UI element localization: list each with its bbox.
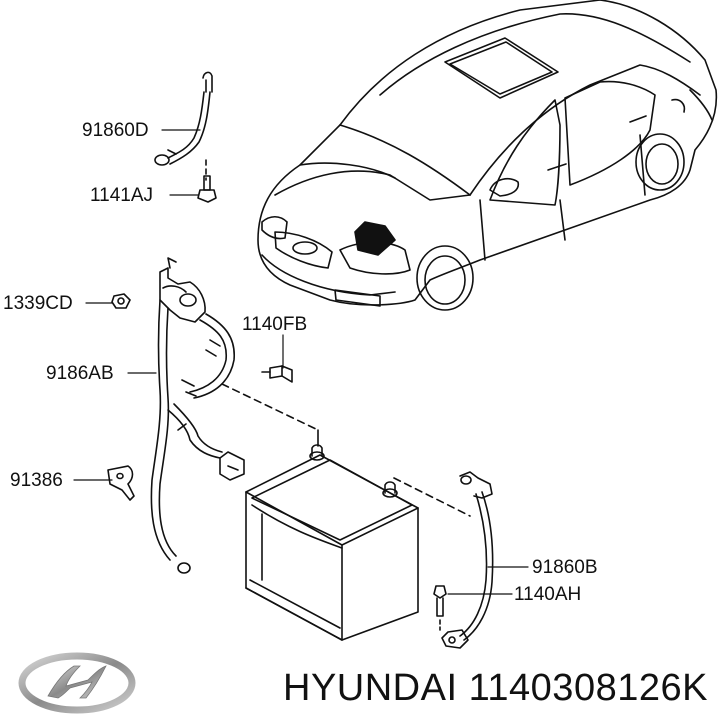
label-1140fb: 1140FB <box>242 314 308 335</box>
nut-1339cd <box>111 293 131 309</box>
hyundai-logo <box>18 652 136 714</box>
leader-lines <box>73 129 529 595</box>
battery <box>245 444 419 641</box>
battery-cable-9186ab <box>150 257 245 574</box>
ground-cable-91860b <box>441 471 494 649</box>
part-number: 1140308126K <box>468 667 708 709</box>
label-91386: 91386 <box>10 470 63 491</box>
bolt-1141aj <box>197 159 217 203</box>
bracket-91386 <box>107 465 135 501</box>
label-9186ab: 9186AB <box>46 363 114 384</box>
label-1141aj: 1141AJ <box>90 185 154 206</box>
label-1339cd: 1339CD <box>3 293 73 314</box>
label-91860b: 91860B <box>532 557 598 578</box>
car-illustration <box>257 0 718 311</box>
brand-name: HYUNDAI <box>283 667 458 709</box>
label-91860d: 91860D <box>82 120 149 141</box>
ground-cable-91860d <box>154 71 213 166</box>
part-title: HYUNDAI 1140308126K <box>283 667 708 710</box>
bolt-1140ah <box>433 585 447 631</box>
label-1140ah: 1140AH <box>514 584 582 605</box>
bolt-1140fb <box>261 365 293 383</box>
